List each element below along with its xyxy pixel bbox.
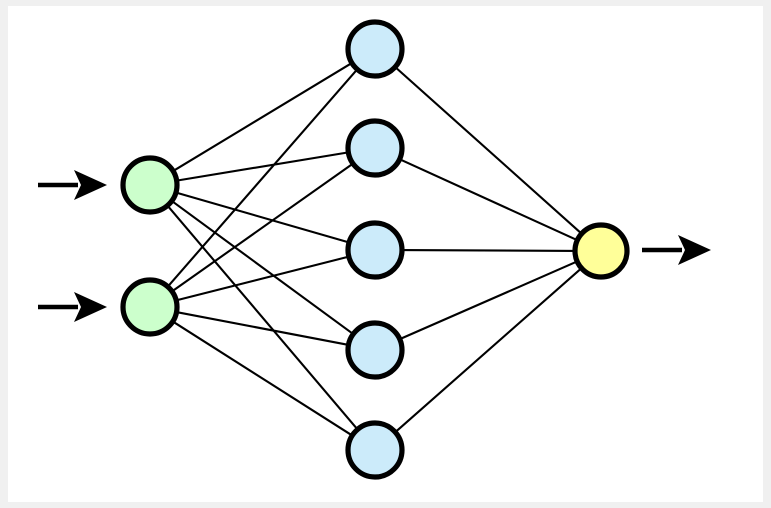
edge-i2-h2	[169, 161, 356, 294]
edges-group	[165, 61, 584, 438]
output-layer	[572, 222, 630, 280]
node-h3[interactable]	[345, 220, 405, 280]
edge-h1-o1	[392, 64, 584, 236]
input-arrow-top-head-icon	[74, 170, 107, 200]
arrows-group	[38, 170, 711, 322]
edge-h2-o1	[397, 157, 580, 242]
edge-i1-h4	[169, 199, 356, 336]
edge-i1-h1	[170, 61, 355, 173]
node-i1[interactable]	[120, 155, 180, 215]
edge-i1-h5	[165, 203, 360, 432]
edge-h3-o1	[399, 249, 578, 252]
edge-h5-o1	[393, 266, 584, 435]
nodes-group	[120, 19, 630, 480]
node-h5[interactable]	[345, 420, 405, 480]
edge-h4-o1	[397, 259, 580, 341]
hidden-layer	[345, 19, 405, 480]
input-arrow-bottom	[38, 292, 107, 322]
output-arrow	[642, 235, 711, 265]
node-i2[interactable]	[120, 277, 180, 337]
edge-i2-h4	[174, 310, 352, 347]
node-h4[interactable]	[345, 320, 405, 380]
edge-i1-h3	[173, 191, 352, 244]
input-arrow-bottom-head-icon	[74, 292, 107, 322]
edge-i1-h2	[174, 151, 351, 182]
node-h2[interactable]	[345, 118, 405, 178]
node-h1[interactable]	[345, 19, 405, 79]
input-layer	[120, 155, 180, 337]
output-arrow-head-icon	[678, 235, 711, 265]
edge-i2-h1	[165, 67, 360, 289]
node-o1[interactable]	[572, 222, 630, 280]
edge-i2-h3	[173, 255, 352, 302]
input-arrow-top	[38, 170, 107, 200]
edge-i2-h5	[170, 319, 355, 438]
